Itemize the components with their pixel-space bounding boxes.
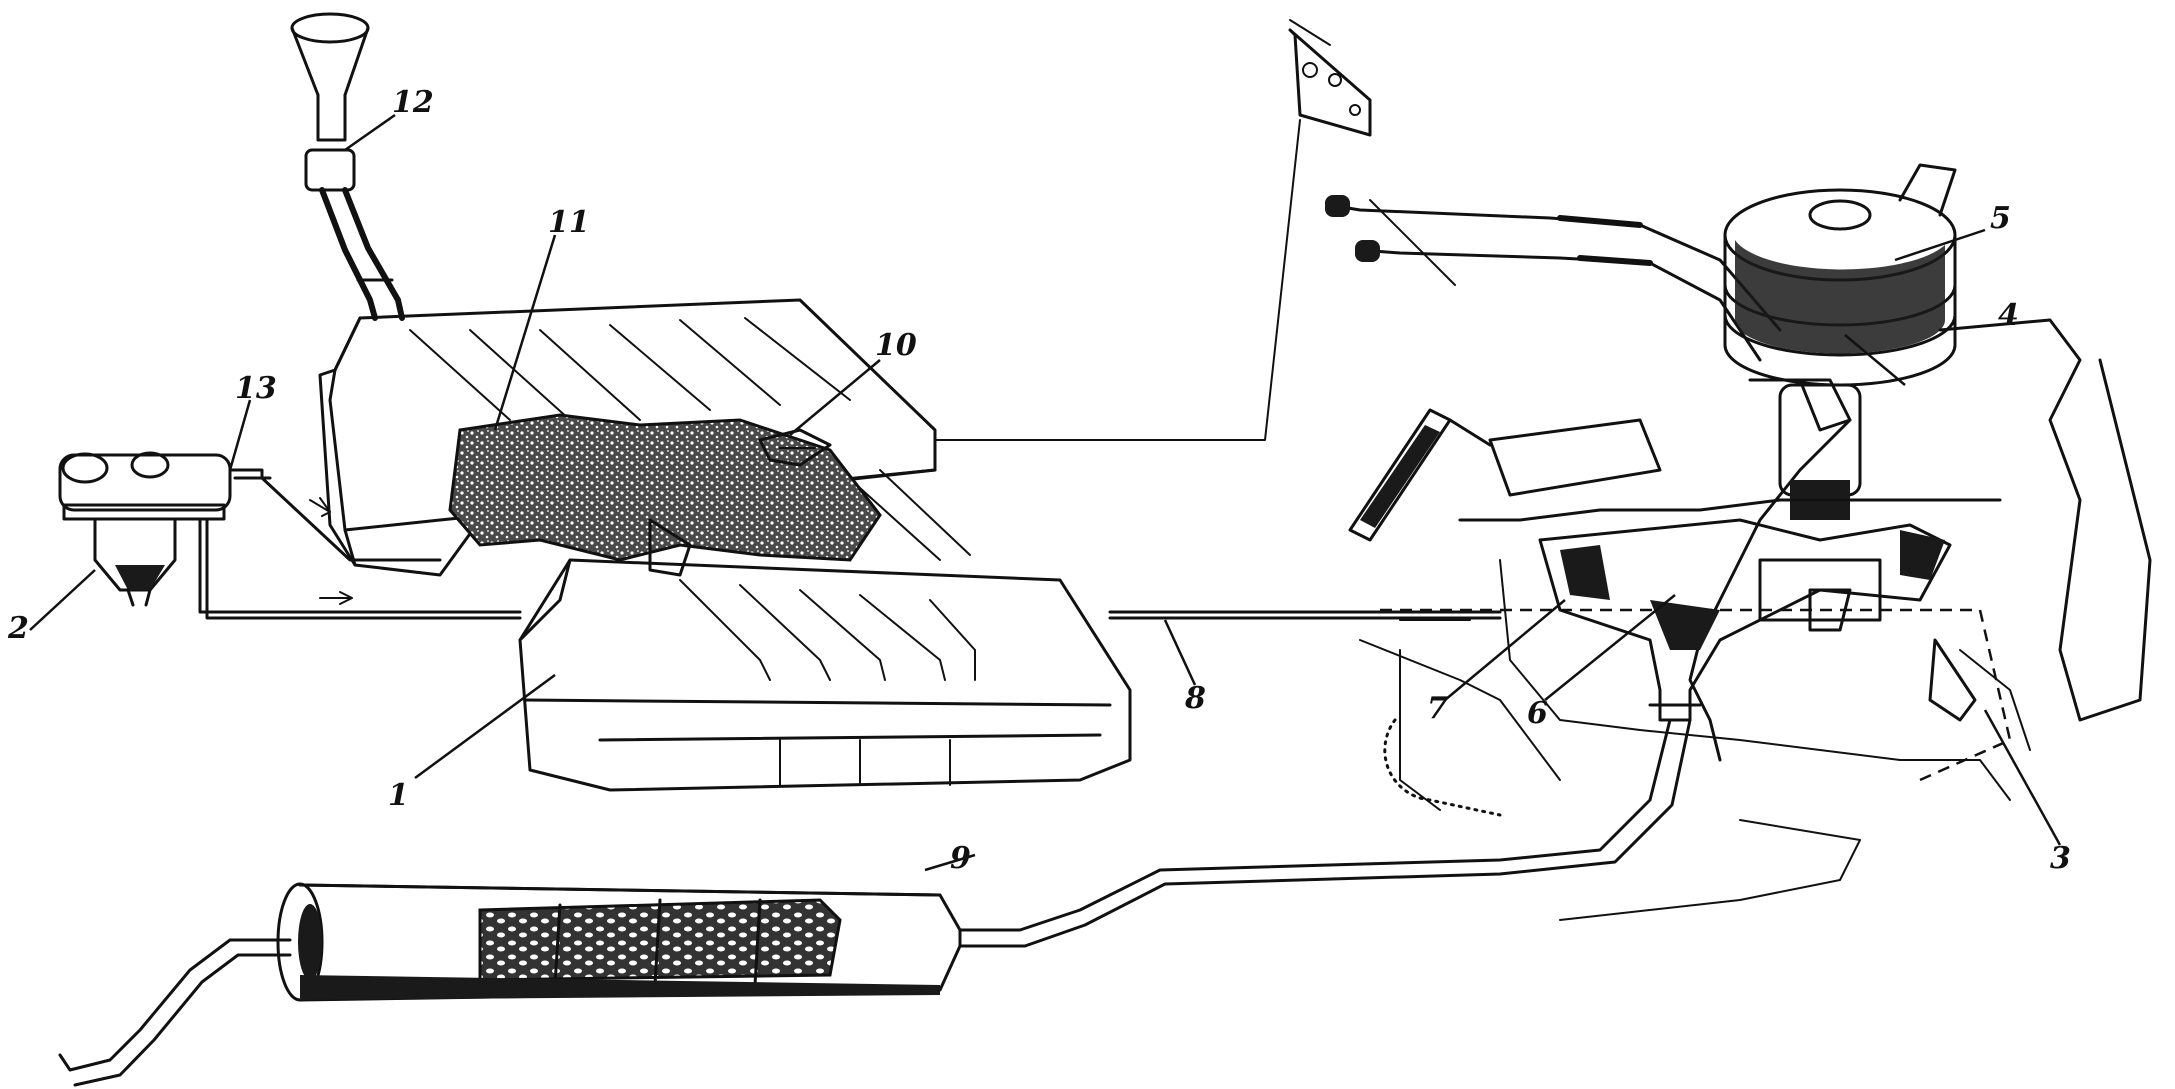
fuel-lines [198,468,1502,620]
exhaust-pipe [958,718,1692,948]
filler-neck [290,12,405,321]
callout-6: 6 [1527,696,1548,731]
callout-10: 10 [875,328,917,363]
tank-cutaway-baffle [448,413,882,562]
upper-fuel-tank [318,298,971,577]
engine-block [1359,318,2152,921]
exhaust-manifold [1538,518,1952,722]
muffler [276,882,962,1002]
callout-13: 13 [235,371,277,406]
callout-5: 5 [1990,201,2011,236]
callout-1: 1 [388,778,409,813]
callout-2: 2 [7,611,29,646]
lower-fuel-tank [518,558,1132,792]
callout-3: 3 [2050,841,2071,876]
leader-lines [29,113,2062,872]
air-cleaner [1723,163,1957,387]
control-cables [934,19,1782,441]
fuel-filter [58,451,232,607]
callout-11: 11 [548,205,590,240]
accelerator-pedal [1348,408,1492,542]
callout-labels: 1 2 3 4 5 6 7 8 9 10 11 12 13 [7,85,2071,876]
callout-8: 8 [1184,681,1206,716]
callout-7: 7 [1427,691,1448,726]
callout-9: 9 [950,841,971,876]
callout-4: 4 [1998,298,2019,333]
callout-12: 12 [392,85,434,120]
tailpipe [58,938,292,1087]
